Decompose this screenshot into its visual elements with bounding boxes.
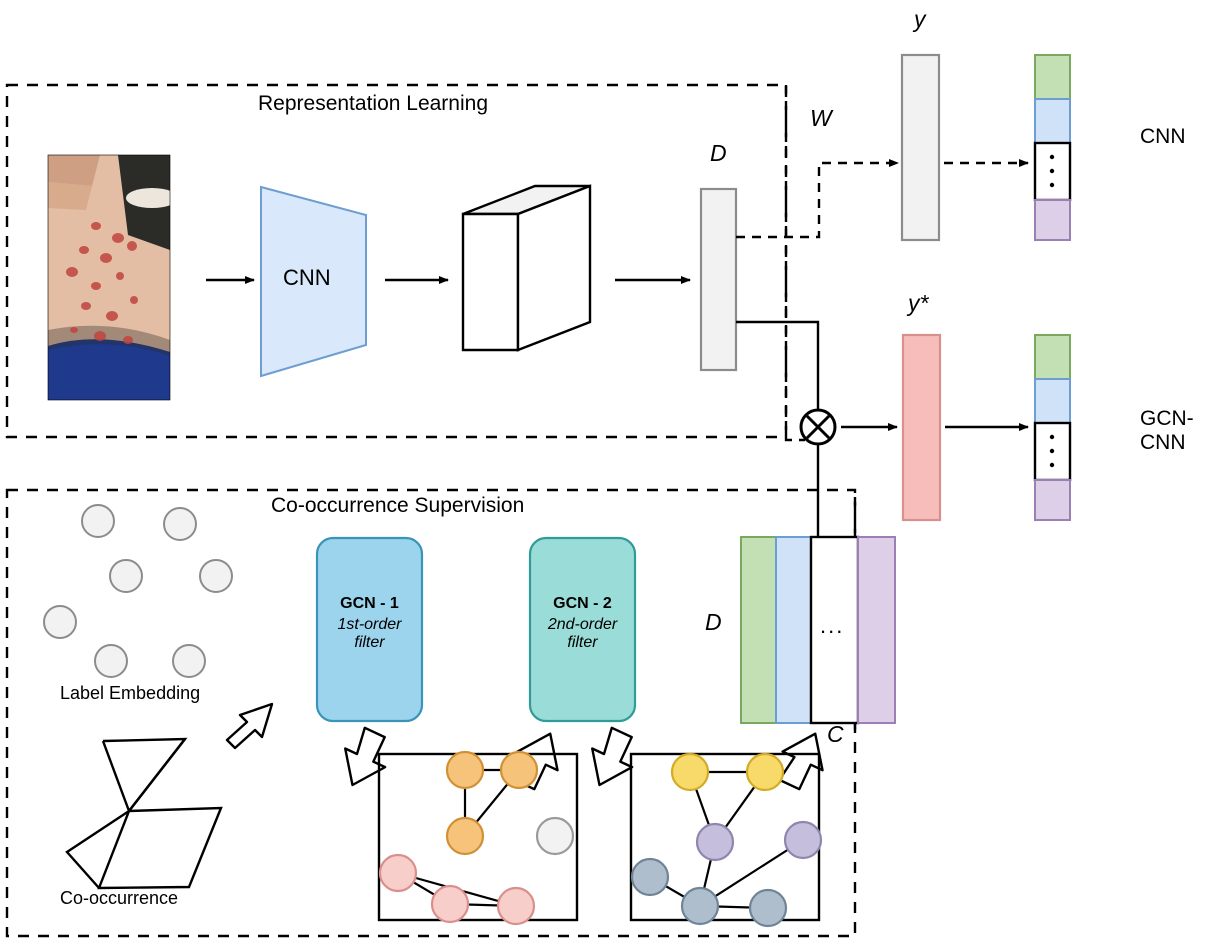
y-symbol: y <box>914 6 926 32</box>
branch-label-cnn: CNN <box>1140 125 1186 148</box>
representation-learning-frame <box>5 83 788 439</box>
co-occurrence-glyph <box>65 737 223 890</box>
co-occurrence-frame <box>5 488 857 938</box>
co-occurrence-caption: Co-occurrence <box>60 888 179 908</box>
skin-lesion-photo <box>47 154 171 401</box>
block-arrow-embedding-to-gcn1 <box>225 702 274 750</box>
gcn-2-title: GCN - 2 <box>553 595 612 612</box>
label-embedding-nodes <box>43 504 233 678</box>
first-order-graph-node <box>535 816 575 856</box>
gcn-cnn-output-class-stack <box>1033 334 1072 521</box>
label-embedding-caption: Label Embedding <box>60 683 201 703</box>
block-arrow-graph2-to-matrix <box>778 732 824 791</box>
co-occurrence-supervision-title: Co-occurrence Supervision <box>271 494 525 517</box>
label-embedding-node <box>163 507 197 541</box>
label-embedding-node <box>172 644 206 678</box>
w-symbol: W <box>810 105 832 131</box>
second-order-graph-edge <box>699 839 804 907</box>
feature-cube-icon <box>461 184 592 352</box>
first-order-graph-node <box>378 853 418 893</box>
second-order-graph-node <box>783 820 823 860</box>
cnn-trapezoid <box>260 185 367 378</box>
gcn-1-subtitle: 1st-order filter <box>337 616 402 652</box>
second-order-graph-node <box>745 752 785 792</box>
d-feature-bar <box>699 187 738 372</box>
label-embedding-node <box>109 559 143 593</box>
label-embedding-node <box>81 504 115 538</box>
first-order-graph-node <box>499 750 539 790</box>
dxc-matrix <box>740 535 896 725</box>
block-arrow-gcn1-to-graph1 <box>344 726 387 787</box>
y-star-symbol: y* <box>908 290 929 316</box>
multiply-operator <box>799 408 837 446</box>
second-order-graph-node <box>680 886 720 926</box>
cnn-output-class-stack <box>1033 54 1072 241</box>
first-order-graph-node <box>445 816 485 856</box>
block-arrow-gcn2-to-graph2 <box>591 726 634 787</box>
c-symbol: C <box>827 721 844 747</box>
d-symbol-bottom: D <box>705 609 722 635</box>
first-order-graph-node <box>445 750 485 790</box>
y-vector-bar <box>900 53 941 242</box>
gcn-2-box[interactable] <box>528 536 637 723</box>
gcn-1-box[interactable] <box>315 536 424 723</box>
gcn-1-title: GCN - 1 <box>340 595 399 612</box>
label-embedding-node <box>94 644 128 678</box>
label-embedding-node <box>199 559 233 593</box>
solid-path-d-to-multiply <box>736 320 820 411</box>
first-order-graph-node <box>496 886 536 926</box>
representation-learning-title: Representation Learning <box>258 92 488 115</box>
second-order-graph-node <box>670 752 710 792</box>
dashed-path-c-to-multiply <box>784 85 805 442</box>
label-embedding-node <box>43 605 77 639</box>
first-order-graph-node <box>430 884 470 924</box>
matrix-ellipsis: ... <box>820 613 845 638</box>
second-order-graph-node <box>695 822 735 862</box>
gcn-2-subtitle: 2nd-order filter <box>547 616 618 652</box>
cnn-block-label: CNN <box>283 265 331 290</box>
ystar-vector-bar <box>901 333 942 522</box>
first-order-graph-box <box>377 752 579 922</box>
second-order-graph-node <box>630 857 670 897</box>
dashed-path-d-to-w <box>736 159 899 239</box>
second-order-graph-node <box>748 888 788 928</box>
d-symbol-top: D <box>710 140 727 166</box>
graph-nodes <box>378 750 823 928</box>
branch-label-gcn-cnn: GCN- CNN <box>1140 407 1194 455</box>
